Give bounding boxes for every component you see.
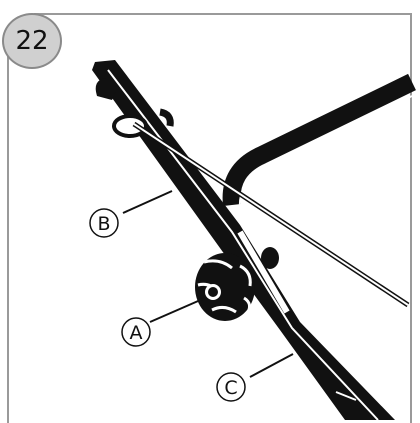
cable-clip-body bbox=[95, 78, 118, 100]
bolt-head bbox=[261, 247, 279, 269]
clip-screw bbox=[159, 108, 174, 127]
star-knob bbox=[195, 253, 255, 321]
handle-slot bbox=[237, 230, 290, 314]
callout-label-a: A bbox=[130, 322, 143, 344]
callout-circle-a bbox=[121, 317, 151, 347]
tube-joint-line bbox=[335, 391, 357, 401]
leader-line-a bbox=[149, 297, 206, 323]
leader-line-b bbox=[122, 190, 173, 214]
leader-line-c bbox=[249, 353, 294, 378]
callout-label-c: C bbox=[224, 377, 237, 399]
cable-clip-ring bbox=[112, 114, 148, 138]
upper-handle-highlight bbox=[238, 95, 413, 209]
upper-handle-bar bbox=[222, 73, 416, 207]
step-number-badge: 22 bbox=[2, 13, 62, 69]
tube-highlight bbox=[107, 69, 379, 421]
frame-top-line bbox=[34, 13, 412, 15]
frame-left-line bbox=[7, 42, 9, 423]
frame-right-line bbox=[410, 13, 412, 423]
callout-circle-b bbox=[89, 208, 119, 238]
callout-label-b: B bbox=[97, 213, 110, 235]
callout-circle-c bbox=[216, 372, 246, 402]
cable bbox=[133, 123, 409, 306]
